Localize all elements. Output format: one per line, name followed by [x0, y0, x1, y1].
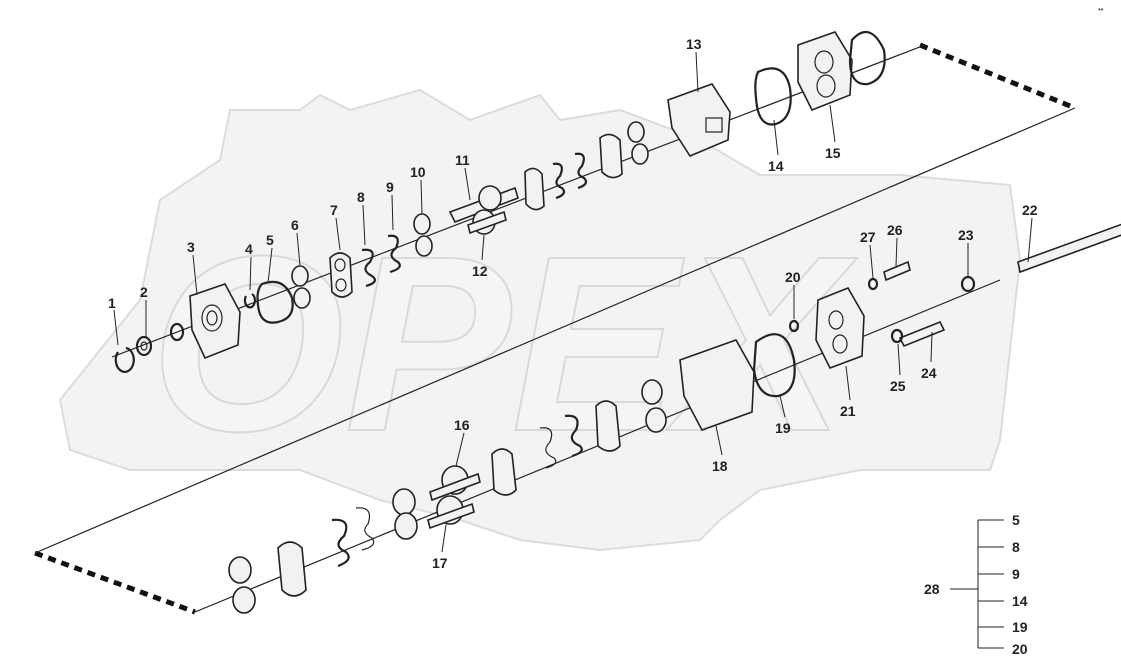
lower-pump-body-part: [679, 339, 755, 431]
callout-27: 27: [860, 229, 876, 245]
callout-1: 1: [108, 295, 116, 311]
kit-item: 19: [1012, 619, 1028, 635]
callout-13: 13: [686, 36, 702, 52]
pump-body-part: [667, 83, 731, 157]
callout-14: 14: [768, 158, 784, 174]
callout-6: 6: [291, 217, 299, 233]
callout-22: 22: [1022, 202, 1038, 218]
kit-label: 28: [924, 581, 940, 597]
callout-21: 21: [840, 403, 856, 419]
callout-10: 10: [410, 164, 426, 180]
callout-15: 15: [825, 145, 841, 161]
kit-item: 5: [1012, 512, 1020, 528]
kit-bracket: 28 5 8 9 14 19 20: [924, 512, 1028, 657]
upper-assembly: [114, 30, 886, 373]
callout-11: 11: [455, 152, 470, 168]
dashed-connection: [34, 42, 1076, 615]
watermark-text: OPEX: [150, 204, 858, 483]
washer-part: [135, 335, 153, 357]
callout-labels: 1 2 3 4 5 6 7 8 9 10 11 12 13 14 15 16 1…: [108, 36, 1038, 571]
kit-item: 20: [1012, 641, 1028, 657]
callout-3: 3: [187, 239, 195, 255]
callout-4: 4: [245, 241, 253, 257]
callout-23: 23: [958, 227, 974, 243]
kit-item: 9: [1012, 566, 1020, 582]
callout-16: 16: [454, 417, 470, 433]
lower-assembly: [228, 223, 1121, 614]
callout-9: 9: [386, 179, 394, 195]
callout-12: 12: [472, 263, 488, 279]
watermark: OPEX: [58, 88, 1022, 552]
through-bolt-part: [1017, 223, 1121, 274]
callout-20: 20: [785, 269, 801, 285]
callout-8: 8: [357, 189, 365, 205]
leader-lines: [113, 51, 1033, 553]
callout-5: 5: [266, 232, 274, 248]
o-ring-part: [256, 280, 294, 324]
kit-item: 14: [1012, 593, 1028, 609]
callout-17: 17: [432, 555, 448, 571]
callout-19: 19: [775, 420, 791, 436]
rear-cover-part: [797, 31, 853, 112]
callout-26: 26: [887, 222, 903, 238]
circlip-part: [114, 346, 135, 373]
callout-25: 25: [890, 378, 906, 394]
kit-item: 8: [1012, 539, 1020, 555]
front-cover-part: [189, 283, 241, 360]
callout-24: 24: [921, 365, 937, 381]
corner-mark: ••: [1098, 5, 1104, 14]
callout-2: 2: [140, 284, 148, 300]
callout-18: 18: [712, 458, 728, 474]
callout-7: 7: [330, 202, 338, 218]
